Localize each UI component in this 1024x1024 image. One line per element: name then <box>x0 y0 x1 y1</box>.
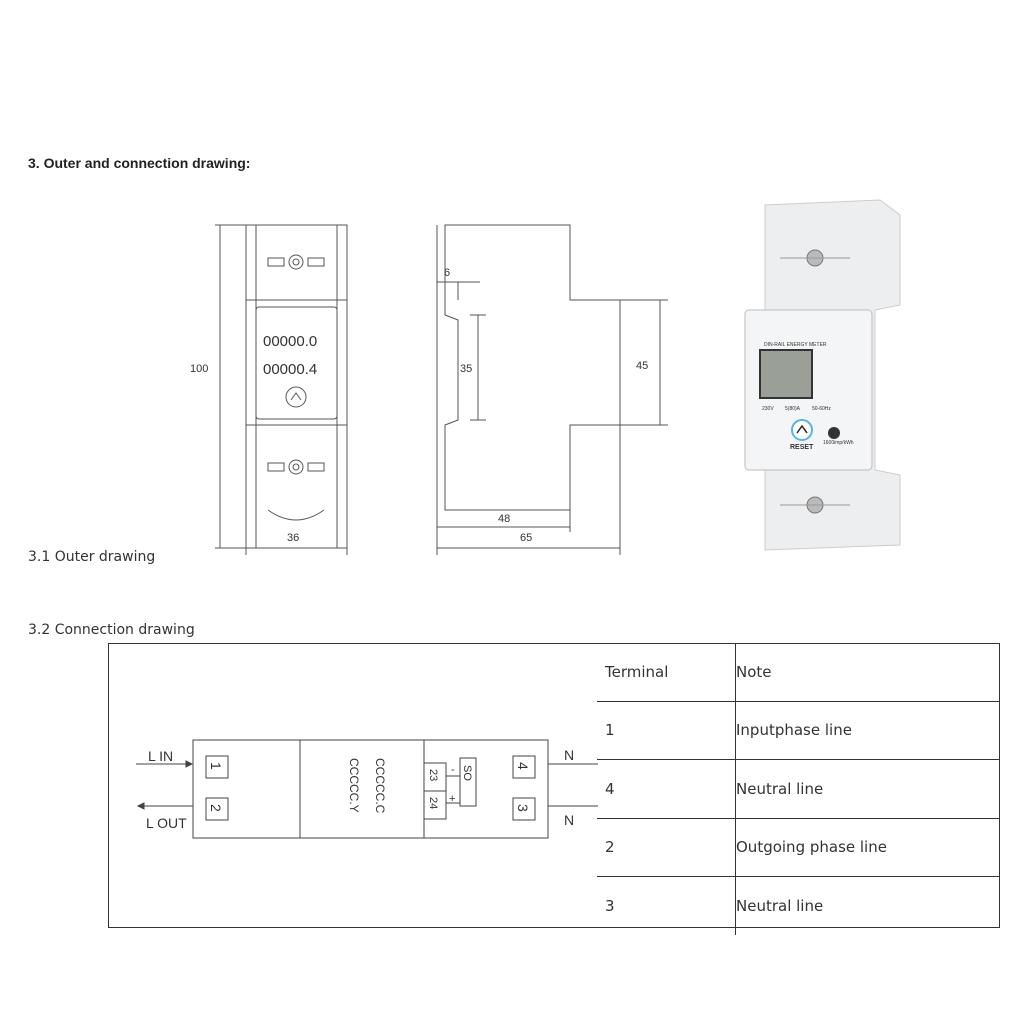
wiring-display-2: CCCCC.Y <box>347 758 361 813</box>
table-header: Terminal Note <box>597 643 1000 702</box>
so-label: SO <box>461 765 473 781</box>
terminal-23: 23 <box>427 769 439 781</box>
photo-imp: 1600imp/kWh <box>823 440 854 446</box>
photo-label: DIN-RAIL ENERGY METER <box>764 342 827 348</box>
cell-note: Inputphase line <box>735 701 1000 759</box>
n-label-1: N <box>564 747 574 763</box>
cell-note: Outgoing phase line <box>735 818 1000 876</box>
terminal-24: 24 <box>427 797 439 809</box>
dim-36: 36 <box>287 532 299 544</box>
terminal-4: 4 <box>515 762 531 770</box>
side-view <box>436 224 668 555</box>
wiring-display-1: CCCCC.C <box>373 758 387 814</box>
photo-voltage: 230V <box>762 406 774 412</box>
n-label-2: N <box>564 812 574 828</box>
table-row: 2 Outgoing phase line <box>597 818 1000 877</box>
front-view <box>215 224 348 555</box>
front-display-1: 00000.0 <box>263 333 317 350</box>
dim-6: 6 <box>444 267 450 279</box>
connection-caption: 3.2 Connection drawing <box>28 622 195 638</box>
table-row: 4 Neutral line <box>597 760 1000 819</box>
outer-drawing: 100 36 00000.0 00000.4 6 35 45 48 65 DIN… <box>190 199 901 555</box>
terminal-3: 3 <box>515 804 531 812</box>
table-row: 1 Inputphase line <box>597 701 1000 760</box>
minus-label: - <box>451 764 455 776</box>
front-display-2: 00000.4 <box>263 361 317 378</box>
cell-note: Neutral line <box>735 877 1000 935</box>
wiring-diagram: L IN L OUT N N 1 2 4 3 23 24 SO - + CCCC… <box>136 739 598 839</box>
cell-terminal: 4 <box>605 779 615 798</box>
dim-65: 65 <box>520 532 532 544</box>
l-in-label: L IN <box>148 748 173 764</box>
photo-current: 5(80)A <box>785 406 801 412</box>
dim-48: 48 <box>498 513 510 525</box>
plus-label: + <box>449 793 455 805</box>
dim-35: 35 <box>460 363 472 375</box>
l-out-label: L OUT <box>146 815 187 831</box>
terminal-2: 2 <box>208 804 224 812</box>
cell-terminal: 1 <box>605 721 615 740</box>
header-terminal: Terminal <box>605 662 669 681</box>
section-title: 3. Outer and connection drawing: <box>28 155 251 171</box>
cell-note: Neutral line <box>735 760 1000 818</box>
dim-100: 100 <box>190 363 208 375</box>
photo-freq: 50-60Hz <box>812 406 831 412</box>
table-row: 3 Neutral line <box>597 877 1000 935</box>
photo-reset: RESET <box>790 444 814 451</box>
cell-terminal: 2 <box>605 838 615 857</box>
outer-caption: 3.1 Outer drawing <box>28 549 156 565</box>
terminal-1: 1 <box>208 762 224 770</box>
dim-45: 45 <box>636 360 648 372</box>
header-note: Note <box>735 643 1000 701</box>
connection-box <box>108 643 1000 928</box>
meter-photo: DIN-RAIL ENERGY METER 230V 5(80)A 50-60H… <box>744 199 901 551</box>
cell-terminal: 3 <box>605 896 615 915</box>
